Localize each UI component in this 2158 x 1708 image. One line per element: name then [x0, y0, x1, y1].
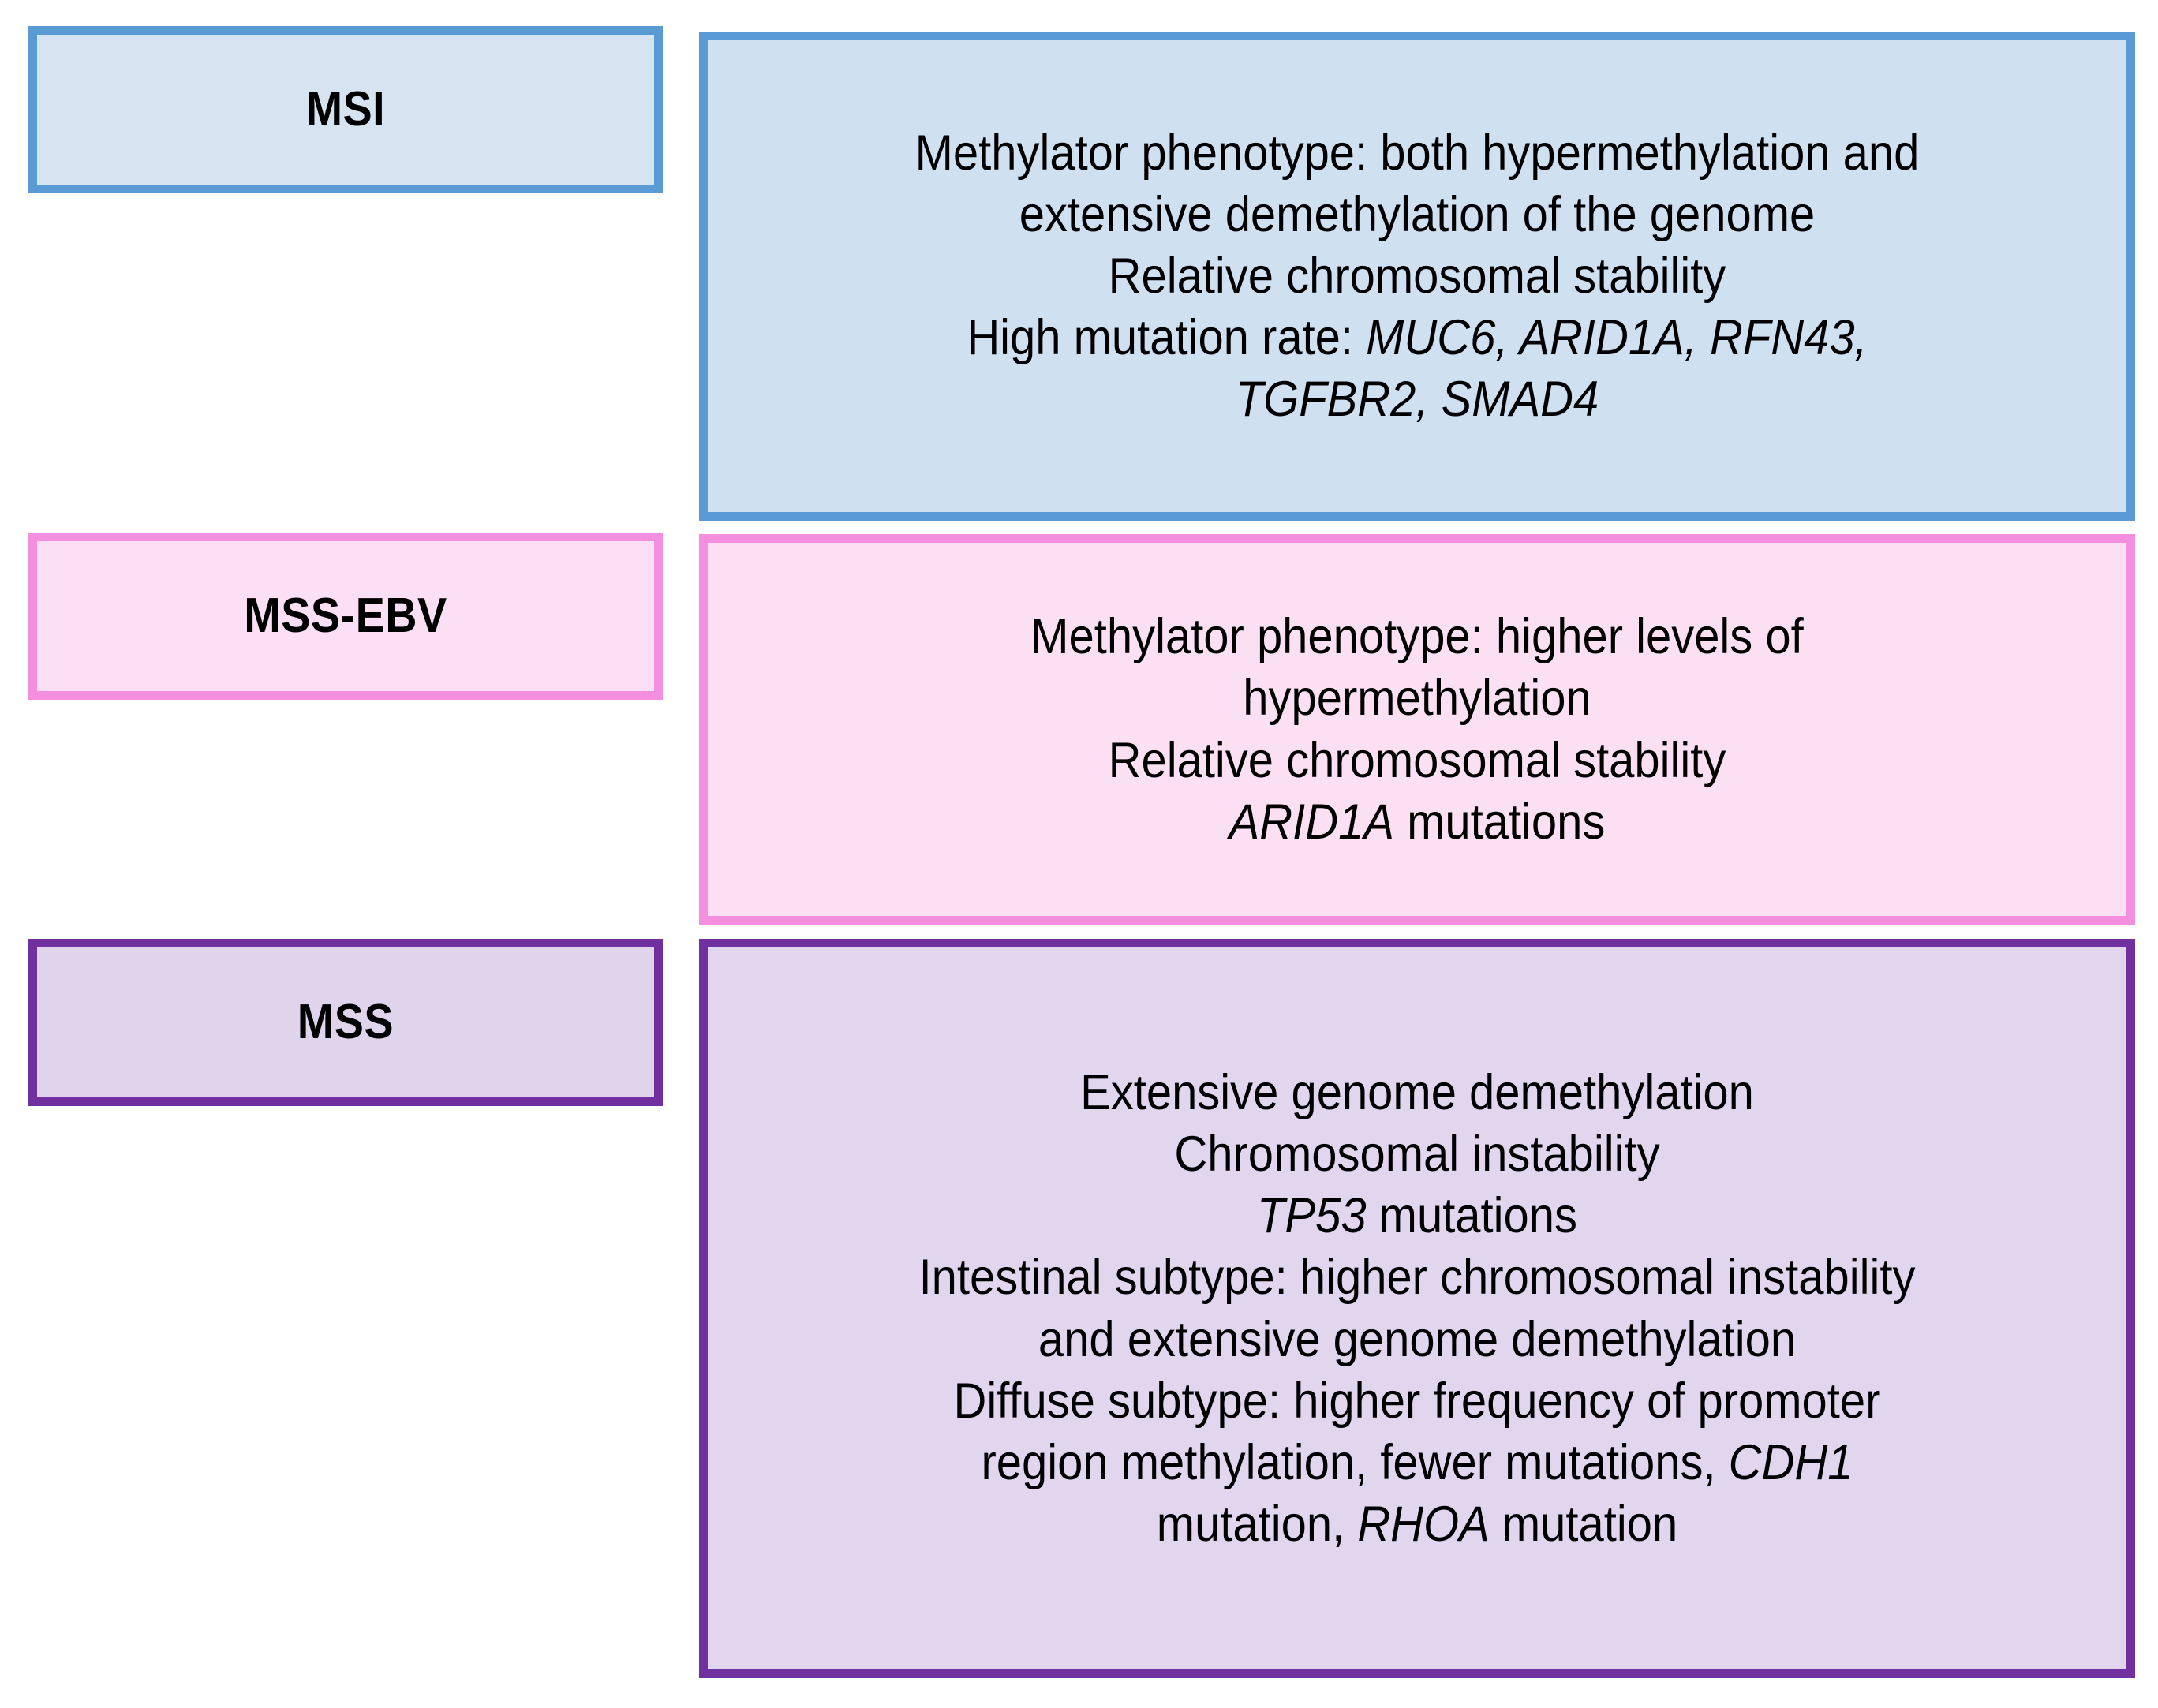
msi-content-text: Methylator phenotype: both hypermethylat…	[765, 122, 2070, 431]
mss-line-4: Intestinal subtype: higher chromosomal i…	[918, 1250, 1916, 1306]
mss-content-box[interactable]: Extensive genome demethylation Chromosom…	[699, 939, 2135, 1678]
mss-line-7-prefix: region methylation, fewer mutations,	[981, 1434, 1729, 1490]
mss-line-2: Chromosomal instability	[1174, 1127, 1660, 1183]
msi-label-box[interactable]: MSI	[28, 26, 663, 193]
mss-line-7-gene: CDH1	[1728, 1434, 1853, 1490]
mss-line-8-suffix: mutation	[1489, 1496, 1678, 1552]
mss-line-6: Diffuse subtype: higher frequency of pro…	[953, 1373, 1881, 1429]
msi-label-text: MSI	[305, 82, 386, 137]
msi-line-1: Methylator phenotype: both hypermethylat…	[914, 125, 1920, 181]
mss-line-7: region methylation, fewer mutations, CDH…	[775, 1432, 2059, 1493]
mss-line-3-gene: TP53	[1257, 1188, 1367, 1244]
mss-label-text: MSS	[297, 995, 395, 1050]
msi-line-2: extensive demethylation of the genome	[1019, 186, 1816, 242]
mss-ebv-line-2: hypermethylation	[1243, 671, 1591, 727]
mss-ebv-line-3: Relative chromosomal stability	[1108, 732, 1726, 788]
mss-ebv-line-4: ARID1A mutations	[775, 791, 2059, 853]
msi-line-5: TGFBR2, SMAD4	[775, 368, 2059, 430]
msi-line-4-prefix: High mutation rate:	[967, 310, 1367, 366]
mss-line-3-suffix: mutations	[1366, 1188, 1577, 1244]
mss-line-5: and extensive genome demethylation	[1038, 1311, 1797, 1367]
msi-line-4: High mutation rate: MUC6, ARID1A, RFN43,	[775, 307, 2059, 368]
mss-content-text: Extensive genome demethylation Chromosom…	[765, 1062, 2070, 1555]
mss-line-1: Extensive genome demethylation	[1080, 1065, 1754, 1121]
mss-line-3: TP53 mutations	[775, 1185, 2059, 1246]
mss-ebv-line-4-gene: ARID1A	[1229, 794, 1394, 850]
mss-label-box[interactable]: MSS	[28, 939, 663, 1106]
msi-line-3: Relative chromosomal stability	[1108, 248, 1726, 304]
msi-content-box[interactable]: Methylator phenotype: both hypermethylat…	[699, 32, 2135, 521]
msi-line-4-genes: MUC6, ARID1A, RFN43,	[1366, 310, 1868, 366]
mss-line-8-prefix: mutation,	[1156, 1496, 1358, 1552]
mss-ebv-line-1: Methylator phenotype: higher levels of	[1030, 609, 1804, 665]
mss-ebv-content-text: Methylator phenotype: higher levels of h…	[765, 606, 2070, 852]
mss-line-8: mutation, RHOA mutation	[775, 1493, 2059, 1555]
mss-ebv-content-box[interactable]: Methylator phenotype: higher levels of h…	[699, 534, 2135, 925]
mss-ebv-line-4-suffix: mutations	[1393, 794, 1606, 850]
msi-line-5-genes: TGFBR2, SMAD4	[1235, 372, 1599, 428]
mss-ebv-label-text: MSS-EBV	[244, 589, 447, 644]
mss-ebv-label-box[interactable]: MSS-EBV	[28, 533, 663, 700]
mss-line-8-gene: RHOA	[1357, 1496, 1490, 1552]
